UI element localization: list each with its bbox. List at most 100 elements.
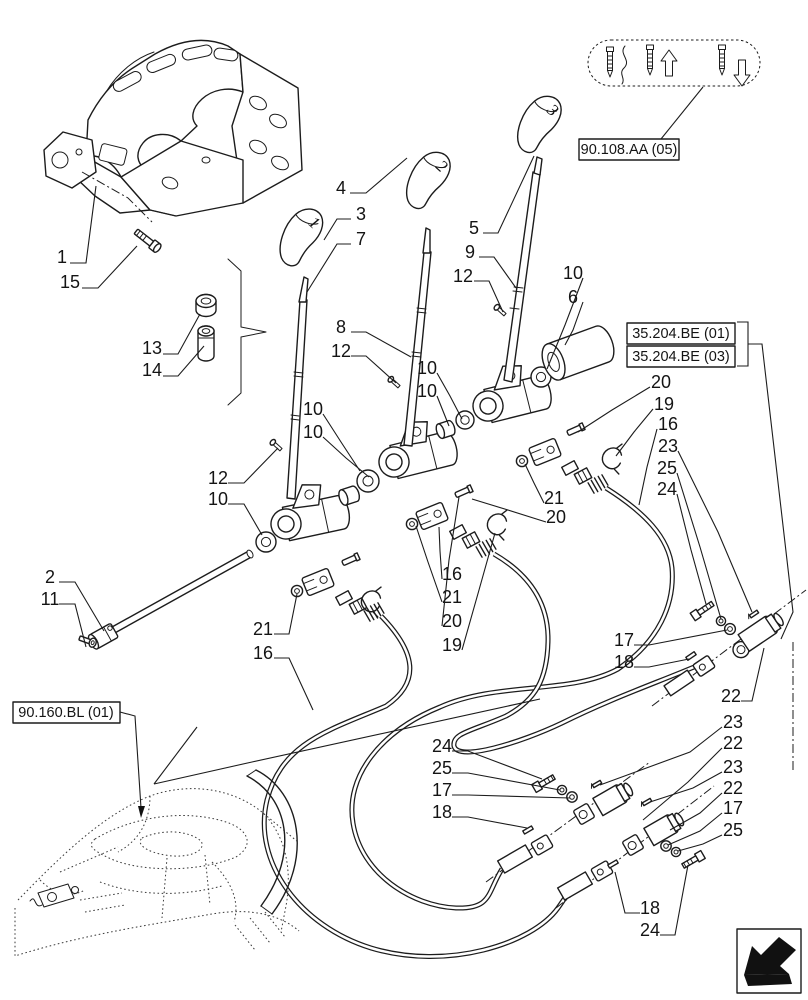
callout-label-20-30: 20 xyxy=(442,611,462,631)
bolt-icon xyxy=(606,46,614,78)
callout-leader-5-7 xyxy=(483,155,535,234)
callout-label-20-20: 20 xyxy=(651,372,671,392)
callout-label-23-45: 23 xyxy=(723,757,743,777)
callout-leader-10-15 xyxy=(436,395,450,427)
callout-leader-22-42 xyxy=(741,647,765,702)
callout-label-12-18: 12 xyxy=(208,468,228,488)
callout-leader-24-38 xyxy=(452,750,543,780)
callout-label-13-2: 13 xyxy=(142,338,162,358)
clip-19-middle xyxy=(486,509,508,541)
callout-leader-21-29 xyxy=(415,525,443,603)
callout-leader-22-46 xyxy=(669,792,723,831)
callout-label-7-6: 7 xyxy=(356,229,366,249)
callout-label-16-22: 16 xyxy=(658,414,678,434)
bolt-icon-up xyxy=(646,44,654,76)
fastener-balloon xyxy=(587,39,761,140)
axis-assembly-3 xyxy=(555,785,715,909)
callout-leader-8-12 xyxy=(351,331,412,358)
ref-box-35-204-01-label: 35.204.BE (01) xyxy=(632,326,730,342)
ref-box-90-108-label: 90.108.AA (05) xyxy=(581,142,678,158)
callout-leader-17-36 xyxy=(634,629,728,646)
callout-leader-16-22 xyxy=(638,428,658,506)
ref-boxes-bracket xyxy=(737,321,749,367)
callout-label-9-8: 9 xyxy=(465,242,475,262)
lever-3: 3 xyxy=(472,95,562,424)
callout-label-25-48: 25 xyxy=(723,820,743,840)
callout-label-24-38: 24 xyxy=(432,736,452,756)
ref-boxes-leader xyxy=(748,343,794,640)
callout-leader-19-21 xyxy=(615,408,654,457)
callout-label-21-29: 21 xyxy=(442,587,462,607)
page-arrow-icon xyxy=(744,937,796,975)
washers-and-bushings xyxy=(255,325,615,553)
clevis-middle xyxy=(405,484,497,558)
callout-label-11-33: 11 xyxy=(41,589,60,609)
steering-wheel-rim-outer xyxy=(255,769,298,915)
location-chevron xyxy=(153,698,541,785)
callout-leader-10-19 xyxy=(228,503,263,536)
callout-leader-25-39 xyxy=(452,772,561,791)
clip-19-rear xyxy=(601,443,623,475)
ref-box-90-160[interactable]: 90.160.BL (01) xyxy=(12,701,121,724)
callout-leader-11-33 xyxy=(59,603,87,648)
callout-leader-17-47 xyxy=(667,812,723,846)
clevis-rear xyxy=(515,422,609,494)
callout-label-24-50: 24 xyxy=(640,920,660,940)
callout-leader-9-8 xyxy=(479,256,517,289)
callout-label-22-42: 22 xyxy=(721,686,741,706)
bushing-14 xyxy=(197,325,215,362)
callout-label-22-46: 22 xyxy=(723,778,743,798)
callout-label-16-35: 16 xyxy=(253,643,273,663)
callout-label-24-25: 24 xyxy=(657,479,677,499)
set-screws-12 xyxy=(269,303,507,452)
steering-wheel-rim-inner xyxy=(246,775,286,907)
callout-leader-19-31 xyxy=(461,532,496,651)
callout-label-16-28: 16 xyxy=(442,564,462,584)
callout-leader-24-50 xyxy=(660,864,689,936)
callout-leader-6-11 xyxy=(564,301,584,346)
callout-label-23-23: 23 xyxy=(658,436,678,456)
callout-leader-18-41 xyxy=(452,816,528,829)
callout-leader-12-18 xyxy=(228,447,279,484)
ref-box-35-204-01[interactable]: 35.204.BE (01) xyxy=(626,322,736,345)
callout-leader-23-23 xyxy=(677,450,753,613)
callout-leader-10-16 xyxy=(322,413,361,472)
lever-1-hub xyxy=(270,484,351,542)
callout-label-20-27: 20 xyxy=(546,507,566,527)
ref-box-35-204-03[interactable]: 35.204.BE (03) xyxy=(626,345,736,368)
fender-latch xyxy=(29,883,79,908)
callout-label-17-36: 17 xyxy=(614,630,634,650)
assembly-1 xyxy=(663,600,784,697)
callout-label-17-47: 17 xyxy=(723,798,743,818)
callout-label-10-17: 10 xyxy=(303,422,323,442)
bolt-icon-down xyxy=(718,44,726,76)
knob-1: 1 xyxy=(279,208,324,267)
callout-label-5-7: 5 xyxy=(469,218,479,238)
callout-leader-12-9 xyxy=(474,280,504,313)
callout-label-14-3: 14 xyxy=(142,360,162,380)
cable-16-rear xyxy=(451,551,695,755)
callout-label-25-39: 25 xyxy=(432,758,452,778)
callout-label-10-10: 10 xyxy=(563,263,583,283)
callout-label-3-5: 3 xyxy=(356,204,366,224)
page-arrow[interactable] xyxy=(736,928,802,994)
ref-box-90-108[interactable]: 90.108.AA (05) xyxy=(578,138,680,161)
callout-leader-1-0 xyxy=(70,185,97,264)
lever-1: 2 xyxy=(378,151,458,480)
callout-label-22-44: 22 xyxy=(723,733,743,753)
callout-leader-25-48 xyxy=(677,834,723,852)
callout-leader-21-26 xyxy=(524,463,545,504)
callout-leader-10-10 xyxy=(546,277,584,370)
control-rod-2 xyxy=(87,549,254,650)
callout-label-12-9: 12 xyxy=(453,266,473,286)
callout-label-23-43: 23 xyxy=(723,712,743,732)
callout-leader-4-4 xyxy=(350,157,408,194)
callout-leader-2-32 xyxy=(59,581,105,632)
callout-label-18-49: 18 xyxy=(640,898,660,918)
ref-box-35-204-03-label: 35.204.BE (03) xyxy=(632,349,730,365)
cable-16-front xyxy=(261,614,572,960)
callout-leader-17-40 xyxy=(452,794,571,799)
arrow-down-icon xyxy=(733,59,751,87)
fender-leader-arrowhead xyxy=(138,806,145,818)
